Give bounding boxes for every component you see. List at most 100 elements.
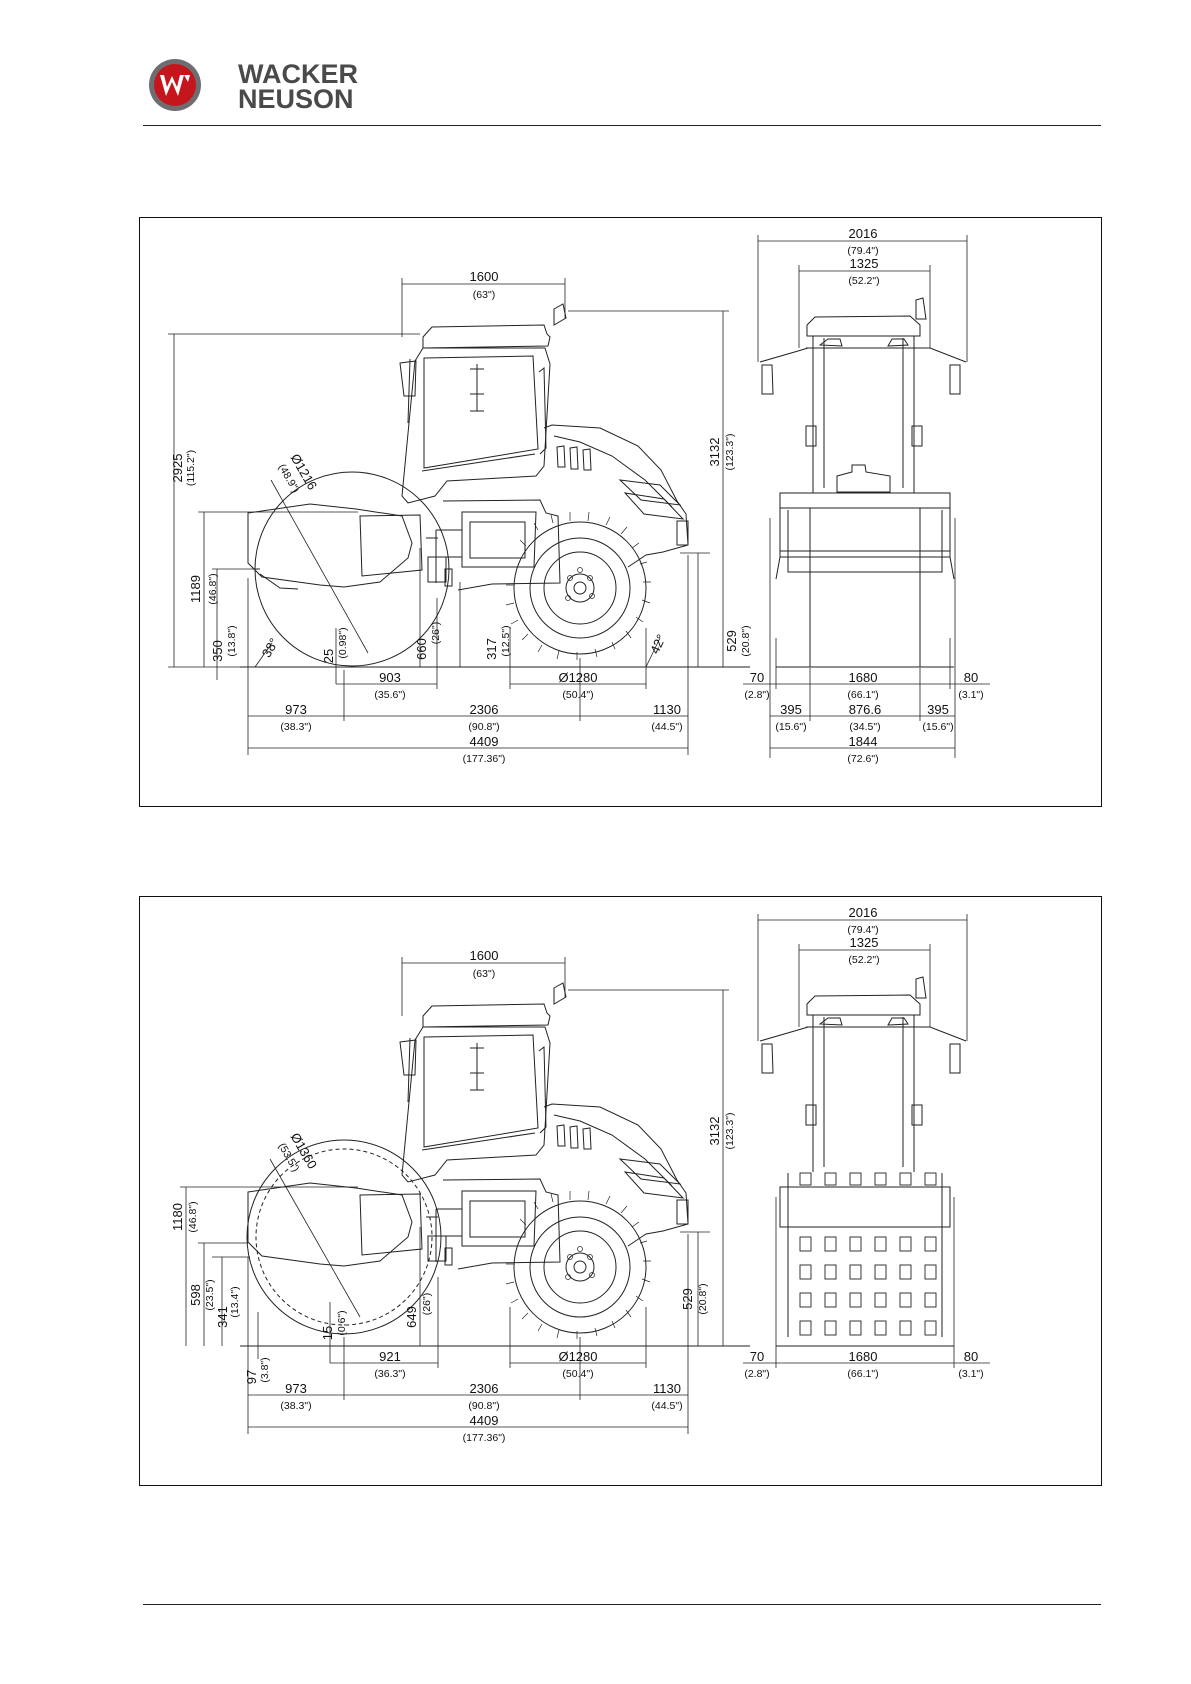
dim-left-gap-inch: (2.8") (744, 1368, 769, 1380)
dim-seg-left-inch: (15.6") (775, 721, 806, 733)
dim-wheel-diameter: Ø1280 (558, 1349, 597, 1364)
dim-angle-rear: 42° (647, 632, 669, 656)
dim-right-gap: 80 (964, 1349, 978, 1364)
dim-front-cab-width: 1325 (850, 935, 879, 950)
dim-total-height: 3132 (707, 1117, 722, 1146)
dim-drum-to-center-inch: (36.3") (374, 1368, 405, 1380)
dim-wheel-diameter: Ø1280 (558, 670, 597, 685)
dim-mirror-width-inch: (79.4") (847, 924, 878, 936)
dim-right-gap-inch: (3.1") (958, 1368, 983, 1380)
dim-front-overhang-inch: (38.3") (280, 721, 311, 733)
dim-wheelbase: 2306 (470, 702, 499, 717)
dim-ground-clear: 341 (215, 1306, 230, 1328)
dim-total-length-inch: (177.36") (463, 1432, 506, 1444)
dim-total-length: 4409 (470, 734, 499, 749)
dim-cab-width-inch: (63") (473, 289, 495, 301)
header-rule (143, 125, 1101, 126)
dimension-drawing-smooth-drum: 1600 (63") 3132 (123.3") 2925 (115.2") Ø… (139, 217, 1102, 807)
dim-step-height-inch: (12.5") (500, 625, 512, 656)
dim-wheelbase: 2306 (470, 1381, 499, 1396)
front-view-dimensions: 2016 (79.4") 1325 (52.2") 70 (2.8") 1680… (744, 905, 983, 1380)
dim-rear-height: 529 (724, 630, 739, 652)
dim-height-low: 2925 (170, 454, 185, 483)
side-view-dimensions: 1600 (63") 3132 (123.3") Ø1360 (53.5") 1… (170, 948, 736, 1444)
dim-total-height: 3132 (707, 438, 722, 467)
dim-pad-height-inch: (23.5") (204, 1279, 216, 1310)
dim-rear-height-inch: (20.8") (740, 625, 752, 656)
dim-wheelbase-inch: (90.8") (468, 721, 499, 733)
dim-drum-to-center: 903 (379, 670, 401, 685)
dim-drum-width: 1680 (849, 1349, 878, 1364)
dim-overall-width: 1844 (849, 734, 878, 749)
dim-drum-axis-height-inch: (46.8") (207, 573, 219, 604)
dim-ground-clear-inch: (13.4") (229, 1286, 241, 1317)
dim-front-overhang: 973 (285, 1381, 307, 1396)
dim-front-cab-width-inch: (52.2") (848, 275, 879, 287)
wacker-neuson-logo-icon (149, 59, 201, 111)
dim-cab-width: 1600 (470, 269, 499, 284)
dim-cab-width: 1600 (470, 948, 499, 963)
dim-drum-width-inch: (66.1") (847, 1368, 878, 1380)
dim-drum-offset: 25 (321, 649, 336, 663)
dim-step-height: 317 (484, 638, 499, 660)
dim-mirror-width: 2016 (849, 226, 878, 241)
dim-pad-length: 97 (244, 1370, 259, 1384)
dim-rear-overhang-inch: (44.5") (651, 1400, 682, 1412)
dim-total-length: 4409 (470, 1413, 499, 1428)
dim-drum-axis-height: 1189 (188, 575, 203, 603)
dim-ground-clear: 350 (210, 640, 225, 662)
dim-drum-width-inch: (66.1") (847, 689, 878, 701)
dim-seg-right-inch: (15.6") (922, 721, 953, 733)
dim-total-height-inch: (123.3") (724, 434, 736, 471)
dim-pad-length-inch: (3.8") (259, 1357, 271, 1382)
dim-drum-axis-height-inch: (46.8") (187, 1201, 199, 1232)
dim-mirror-width-inch: (79.4") (847, 245, 878, 257)
dim-front-cab-width-inch: (52.2") (848, 954, 879, 966)
dim-frame-height: 660 (414, 638, 429, 660)
dim-wheel-diameter-inch: (50.4") (562, 689, 593, 701)
dim-seg-left: 395 (780, 702, 802, 717)
dim-rear-height-inch: (20.8") (697, 1283, 709, 1314)
dim-drum-width: 1680 (849, 670, 878, 685)
dim-rear-height: 529 (680, 1288, 695, 1310)
dim-left-gap-inch: (2.8") (744, 689, 769, 701)
dim-front-overhang-inch: (38.3") (280, 1400, 311, 1412)
dim-wheel-diameter-inch: (50.4") (562, 1368, 593, 1380)
dim-drum-offset: 15 (320, 1326, 335, 1340)
dim-rear-overhang-inch: (44.5") (651, 721, 682, 733)
dim-drum-axis-height: 1180 (170, 1203, 185, 1231)
side-view-dimensions: 1600 (63") 3132 (123.3") 2925 (115.2") Ø… (170, 269, 752, 765)
dim-frame-height-inch: (26") (421, 1293, 433, 1315)
dim-wheelbase-inch: (90.8") (468, 1400, 499, 1412)
dimension-drawing-padfoot-drum: 1600 (63") 3132 (123.3") Ø1360 (53.5") 1… (139, 896, 1102, 1486)
dim-seg-right: 395 (927, 702, 949, 717)
drawing-canvas: 1600 (63") 3132 (123.3") Ø1360 (53.5") 1… (170, 905, 990, 1444)
dim-right-gap-inch: (3.1") (958, 689, 983, 701)
dim-left-gap: 70 (750, 1349, 764, 1364)
dim-drum-to-center: 921 (379, 1349, 401, 1364)
page-header: WACKER NEUSON (0, 0, 1191, 130)
dim-drum-offset-inch: (0.6") (336, 1310, 348, 1335)
brand-line2: NEUSON (238, 84, 354, 114)
dim-frame-height: 649 (404, 1306, 419, 1328)
dim-total-height-inch: (123.3") (724, 1113, 736, 1150)
dim-right-gap: 80 (964, 670, 978, 685)
dim-rear-overhang: 1130 (653, 1381, 681, 1396)
dim-overall-width-inch: (72.6") (847, 753, 878, 765)
dim-front-cab-width: 1325 (850, 256, 879, 271)
brand-name: WACKER NEUSON (238, 59, 358, 114)
dim-frame-height-inch: (26") (430, 622, 442, 644)
dim-height-low-inch: (115.2") (185, 450, 197, 486)
footer-rule (143, 1604, 1101, 1605)
dim-rear-overhang: 1130 (653, 702, 681, 717)
dim-seg-mid: 876.6 (849, 702, 882, 717)
dim-mirror-width: 2016 (849, 905, 878, 920)
dim-drum-offset-inch: (0.98") (337, 627, 349, 658)
dim-cab-width-inch: (63") (473, 968, 495, 980)
brand-line1: WACKER (238, 59, 358, 89)
dim-total-length-inch: (177.36") (463, 753, 506, 765)
dim-seg-mid-inch: (34.5") (849, 721, 880, 733)
dim-drum-to-center-inch: (35.6") (374, 689, 405, 701)
drawing-canvas: 1600 (63") 3132 (123.3") 2925 (115.2") Ø… (168, 226, 990, 765)
front-view-dimensions: 2016 (79.4") 1325 (52.2") 70 (2.8") 1680… (744, 226, 983, 765)
